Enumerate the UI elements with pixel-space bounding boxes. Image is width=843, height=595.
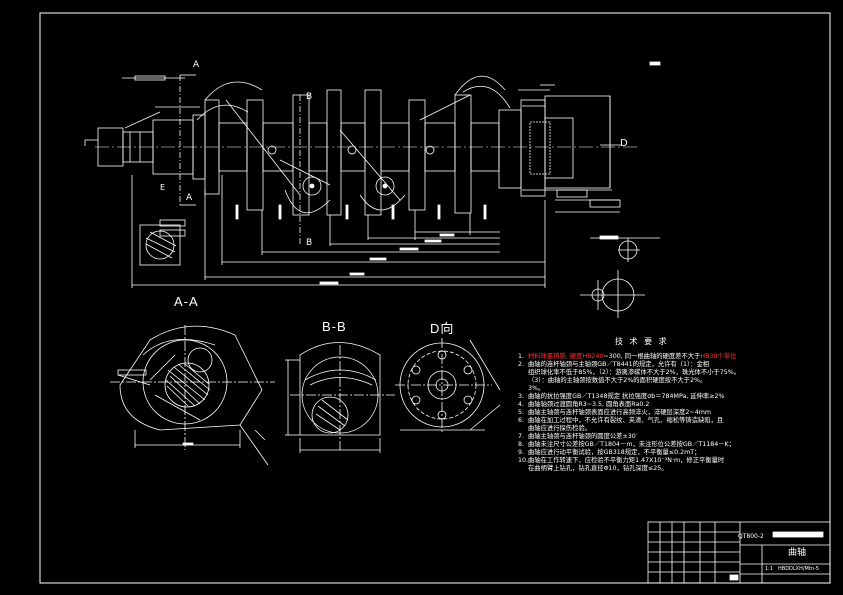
requirement-number: 2.: [518, 361, 525, 368]
requirement-text: 曲轴主轴颈与连杆轴颈表面应进行高频淬火，淬硬层深度2~4mm: [528, 409, 711, 416]
requirement-text: 曲轴未注尺寸公差按GB／T1804－m，未注形位公差按GB／T1184－K；: [528, 441, 735, 448]
requirement-number: 8.: [518, 441, 525, 448]
part-name: 曲轴: [788, 548, 807, 558]
requirement-highlight: 材料球墨铸铁, 硬度HB240: [528, 353, 604, 360]
requirement-line: 组织球化率不低于85%，（2）：游离渗碳体不大于2%，珠光体不小于75%。: [518, 369, 818, 377]
section-a-a-label: A-A: [174, 294, 199, 309]
marker-b-bottom: B: [306, 238, 313, 248]
marker-a-top: A: [193, 60, 200, 70]
requirement-line: 2.曲轴的连杆轴颈与主轴颈GB／T8441的规定，允许有（1）：金相: [518, 361, 818, 369]
requirement-text: 在曲柄臂上钻孔，钻孔直径Φ10，钻孔深度≤25。: [528, 465, 668, 472]
requirement-number: 4.: [518, 401, 525, 408]
marker-a-bottom: A: [186, 193, 193, 203]
school-code: HBDDLXH/Mtn-5: [778, 566, 819, 572]
requirement-line: 5.曲轴主轴颈与连杆轴颈表面应进行高频淬火，淬硬层深度2~4mm: [518, 409, 818, 417]
scale-value: 1:1: [765, 566, 774, 572]
requirement-text: 组织球化率不低于85%，（2）：游离渗碳体不大于2%，珠光体不小于75%。: [528, 369, 740, 376]
requirement-text: 曲轴应进行动平衡试验，按GB318规定，不平衡量≤0.2mT；: [528, 449, 701, 456]
requirement-line: 9.曲轴应进行动平衡试验，按GB318规定，不平衡量≤0.2mT；: [518, 449, 818, 457]
requirement-line: 1.材料球墨铸铁, 硬度HB240~300, 同一根曲轴的硬度差不大于HB30个…: [518, 353, 818, 361]
section-a-a-view: [110, 325, 275, 466]
requirement-text: （3）：曲轴的主轴颈按数值不大于2%的面积硬度按不大于2%。: [528, 377, 707, 384]
requirement-text: 曲轴轴颈过渡圆角R3~3.5, 圆角表面Ra0.2: [528, 401, 650, 408]
requirement-text: ~300, 同一根曲轴的硬度差不大于: [603, 353, 701, 360]
marker-d: D: [620, 138, 628, 149]
requirement-highlight: HB30个单位: [700, 353, 737, 360]
requirement-line: （3）：曲轴的主轴颈按数值不大于2%的面积硬度按不大于2%。: [518, 377, 818, 385]
requirement-number: 3.: [518, 393, 525, 400]
requirement-line: 4.曲轴轴颈过渡圆角R3~3.5, 圆角表面Ra0.2: [518, 401, 818, 409]
requirement-text: 曲轴在工作转速下，应检验不平衡力矩1.47X10⁻³N·m，修正平衡量时: [528, 457, 725, 464]
requirement-line: 曲轴应进行探伤检验。: [518, 425, 818, 433]
requirement-number: 7.: [518, 433, 525, 440]
requirement-line: 6.曲轴在加工过程中，不允许有裂纹、夹渣、气孔、缩松等铸造缺陷，且: [518, 417, 818, 425]
tech-requirements-title: 技 术 要 求: [615, 337, 669, 346]
requirement-text: 曲轴的连杆轴颈与主轴颈GB／T8441的规定，允许有（1）：金相: [528, 361, 710, 368]
d-direction-view: [395, 338, 501, 432]
main-view: [84, 61, 661, 288]
marker-e: E: [160, 183, 166, 192]
requirement-line: 10.曲轴在工作转速下，应检验不平衡力矩1.47X10⁻³N·m，修正平衡量时: [518, 457, 818, 465]
drawing-border: [39, 12, 831, 584]
requirement-text: 3%。: [528, 385, 545, 392]
requirement-number: 10.: [518, 457, 529, 464]
requirement-number: 9.: [518, 449, 525, 456]
requirement-text: 曲轴应进行探伤检验。: [528, 425, 591, 432]
section-b-b-view: [285, 342, 395, 453]
requirement-number: 5.: [518, 409, 525, 416]
detail-view-right: [580, 235, 660, 318]
requirement-text: 曲轴在加工过程中，不允许有裂纹、夹渣、气孔、缩松等铸造缺陷，且: [528, 417, 724, 424]
drawing-number: QT800-2: [738, 533, 764, 540]
requirement-number: 1.: [518, 353, 525, 360]
requirement-text: 曲轴主轴颈与连杆轴颈的圆度公差±30′: [528, 433, 638, 440]
requirement-text: 曲轴的抗拉强度GB／T1348规定 抗拉强度σb＝784MPa, 延伸率≥2%: [528, 393, 725, 400]
requirement-line: 7.曲轴主轴颈与连杆轴颈的圆度公差±30′: [518, 433, 818, 441]
tech-requirements-list: 1.材料球墨铸铁, 硬度HB240~300, 同一根曲轴的硬度差不大于HB30个…: [518, 353, 818, 473]
requirement-line: 8.曲轴未注尺寸公差按GB／T1804－m，未注形位公差按GB／T1184－K；: [518, 441, 818, 449]
d-view-label: D向: [430, 321, 455, 336]
section-b-b-label: B-B: [322, 319, 347, 334]
requirement-line: 3.曲轴的抗拉强度GB／T1348规定 抗拉强度σb＝784MPa, 延伸率≥2…: [518, 393, 818, 401]
requirement-line: 3%。: [518, 385, 818, 393]
marker-b-top: B: [306, 92, 313, 102]
requirement-line: 在曲柄臂上钻孔，钻孔直径Φ10，钻孔深度≤25。: [518, 465, 818, 473]
title-block: [647, 521, 831, 584]
requirement-number: 6.: [518, 417, 525, 424]
